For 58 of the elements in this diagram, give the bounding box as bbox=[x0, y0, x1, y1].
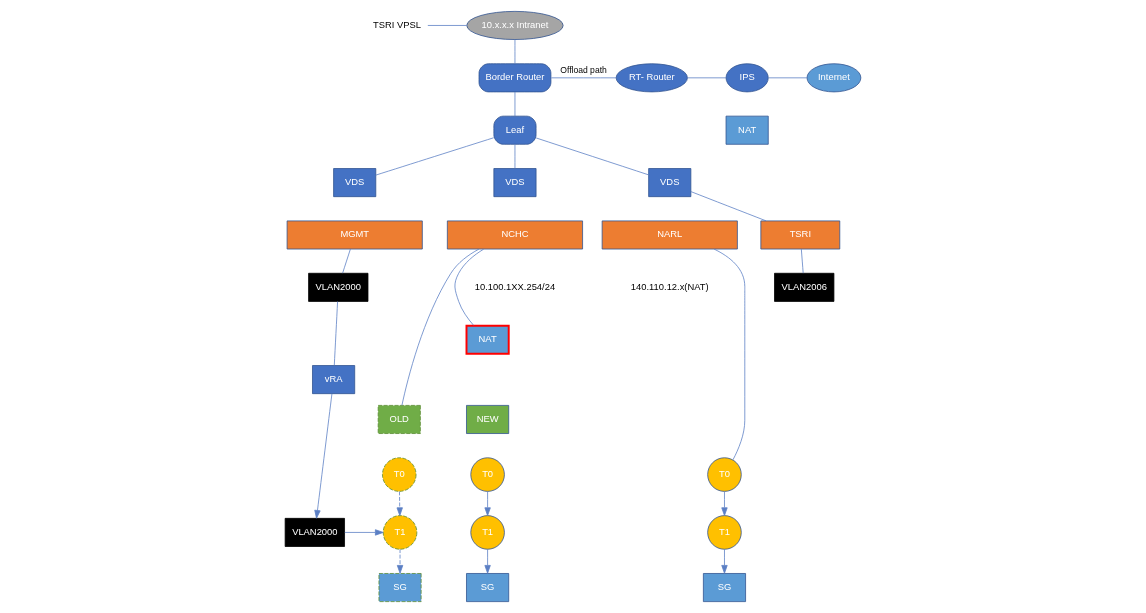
node-box: SG bbox=[466, 573, 510, 602]
node-box: NAT bbox=[725, 115, 769, 145]
node-box: vRA bbox=[312, 365, 356, 395]
connector bbox=[550, 77, 617, 79]
node-ellipse: Internet bbox=[806, 63, 862, 93]
connector bbox=[454, 248, 484, 326]
connector bbox=[514, 39, 516, 64]
node-text: TSRI VPSL bbox=[372, 19, 421, 30]
connector bbox=[342, 248, 351, 274]
node-circle: T0 bbox=[470, 457, 505, 492]
arrow bbox=[484, 491, 491, 516]
node-label: 10.100.1XX.254/24 bbox=[474, 281, 556, 292]
node-ellipse: IPS bbox=[725, 63, 769, 93]
node-ellipse: RT- Router bbox=[615, 63, 688, 93]
connector bbox=[333, 301, 338, 366]
arrow bbox=[344, 529, 384, 536]
node-box: NCHC bbox=[446, 220, 583, 250]
connector bbox=[401, 248, 480, 406]
connector bbox=[690, 191, 767, 222]
node-circle: T0 bbox=[707, 457, 742, 492]
node-box: NARL bbox=[601, 220, 738, 250]
node-circle: T1 bbox=[707, 515, 742, 550]
node-circle: T1 bbox=[470, 515, 505, 550]
node-circle: T0 bbox=[382, 457, 417, 492]
connector bbox=[687, 77, 727, 79]
connector bbox=[800, 248, 804, 274]
node-box: SG bbox=[703, 573, 746, 602]
edge-label: Offload path bbox=[560, 64, 607, 75]
node-label: 140.110.12.x(NAT) bbox=[630, 281, 709, 292]
node-circle: T1 bbox=[382, 515, 418, 550]
node-box: VLAN2000 bbox=[284, 517, 345, 547]
node-box: TSRI bbox=[760, 220, 841, 250]
node-box: SG bbox=[378, 573, 422, 602]
arrow bbox=[721, 491, 728, 516]
connector bbox=[375, 137, 495, 176]
node-box: NAT bbox=[465, 324, 510, 355]
connector bbox=[713, 248, 746, 461]
node-box: NEW bbox=[466, 405, 510, 434]
connector bbox=[514, 91, 516, 117]
node-box: VDS bbox=[493, 168, 537, 198]
node-box: VDS bbox=[648, 168, 692, 198]
connector bbox=[768, 77, 808, 79]
connector bbox=[535, 137, 649, 176]
node-ellipse: 10.x.x.x Intranet bbox=[466, 11, 564, 40]
node-box: VLAN2000 bbox=[308, 272, 369, 302]
node-box: VLAN2006 bbox=[774, 272, 835, 302]
node-box: OLD bbox=[377, 405, 421, 434]
connector bbox=[427, 25, 467, 26]
arrow bbox=[396, 491, 403, 516]
node-box: Border Router bbox=[478, 63, 552, 93]
arrow bbox=[314, 393, 333, 519]
node-box: MGMT bbox=[286, 220, 423, 250]
arrow bbox=[484, 548, 491, 574]
arrow bbox=[396, 548, 404, 574]
connector bbox=[514, 143, 516, 169]
node-box: VDS bbox=[333, 168, 377, 198]
arrow bbox=[721, 548, 728, 574]
node-box: Leaf bbox=[493, 115, 537, 145]
